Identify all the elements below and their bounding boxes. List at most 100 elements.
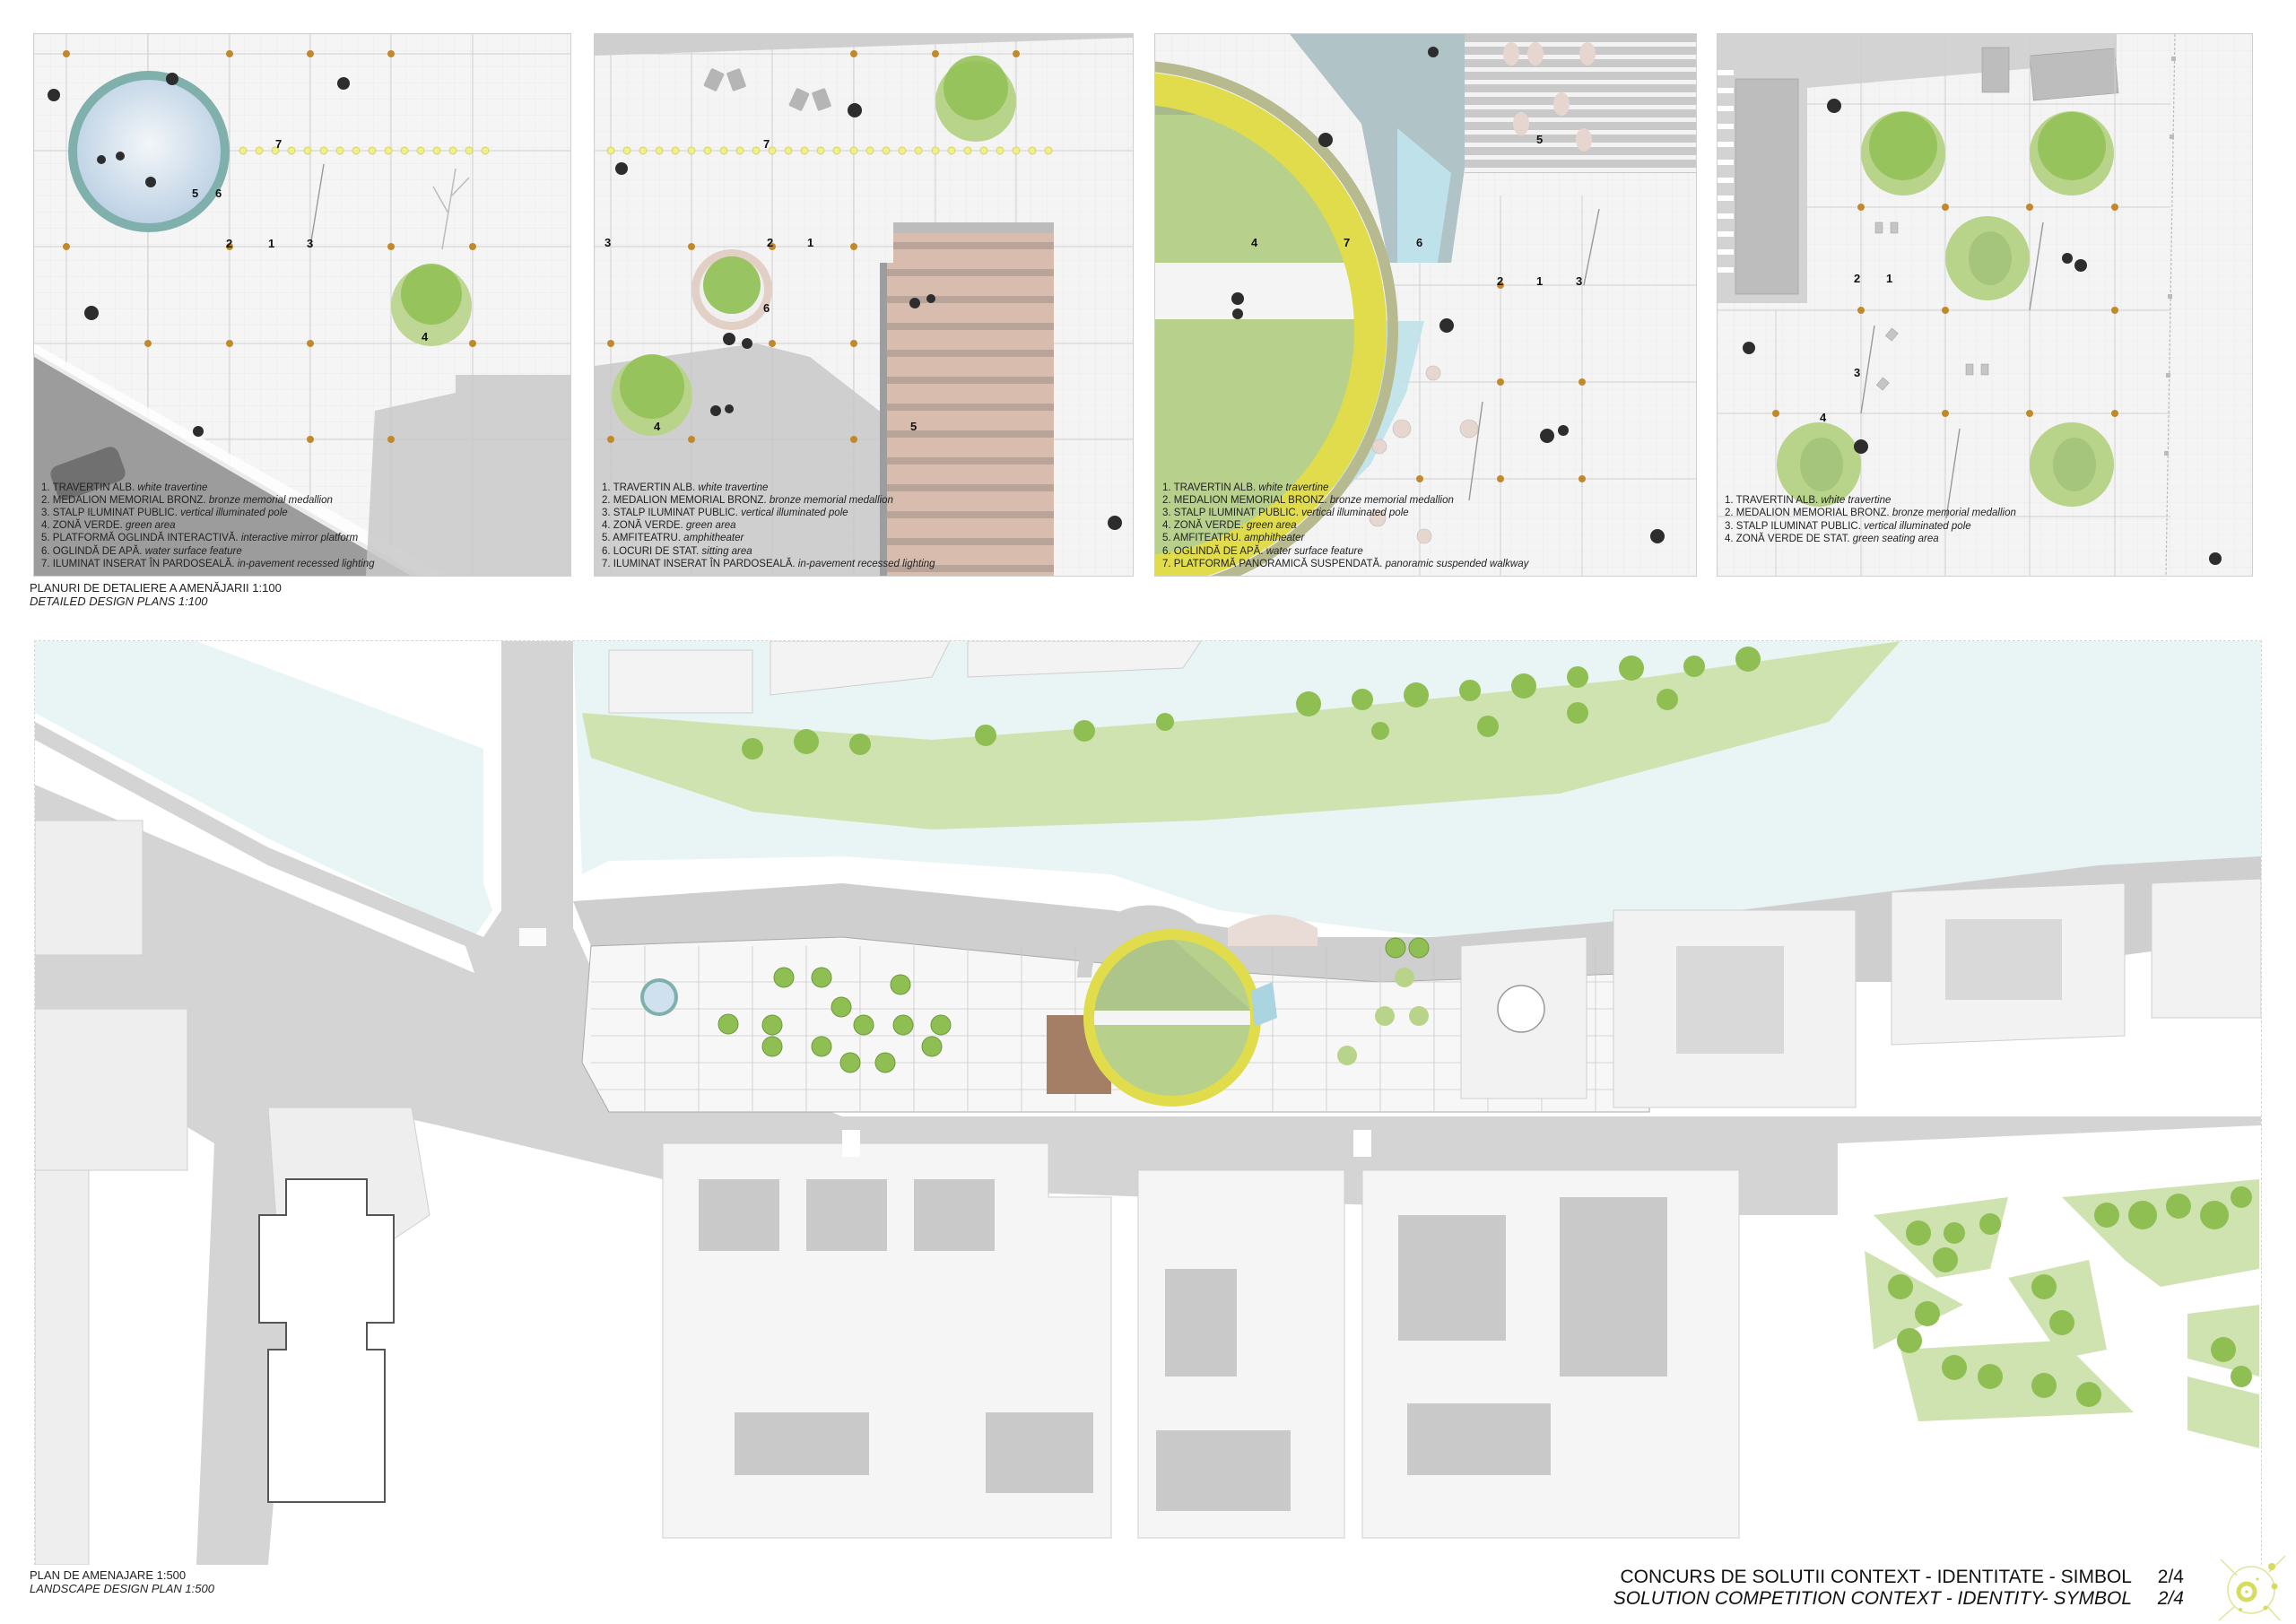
legend-item-ro: 5. PLATFORMĂ OGLINDĂ INTERACTIVĂ. — [41, 533, 239, 544]
legend-item-en: water surface feature — [1265, 545, 1363, 557]
legend-item-en: white travertine — [137, 482, 208, 493]
marker-1: 1 — [1536, 274, 1544, 288]
marker-4: 4 — [1820, 411, 1827, 424]
legend-item-ro: 4. ZONĂ VERDE DE STAT. — [1725, 533, 1850, 544]
detail-plans-title: PLANURI DE DETALIERE A AMENĂJARII 1:100 — [30, 581, 282, 595]
legend-item-en: bronze memorial medallion — [769, 494, 893, 506]
legend-item-ro: 1. TRAVERTIN ALB. — [1725, 495, 1819, 507]
legend-item-ro: 6. LOCURI DE STAT. — [602, 545, 700, 557]
marker-1: 1 — [268, 237, 275, 250]
detail-plan-panel-2: 7 3 2 1 6 4 5 1. TRAVERTIN ALB. white tr… — [594, 33, 1134, 577]
legend-item-en: in-pavement recessed lighting — [237, 558, 375, 569]
marker-7: 7 — [275, 137, 283, 151]
legend-panel-4: 1. TRAVERTIN ALB. white travertine 2. ME… — [1725, 494, 2016, 545]
marker-4: 4 — [422, 330, 429, 343]
site-plan-drawing — [35, 641, 2261, 1565]
legend-item-en: bronze memorial medallion — [1892, 508, 2016, 519]
legend-item-en: vertical illuminated pole — [1864, 520, 1971, 532]
site-plan-caption: PLAN DE AMENAJARE 1:500 LANDSCAPE DESIGN… — [30, 1568, 214, 1595]
legend-item-en: bronze memorial medallion — [1329, 494, 1454, 506]
detail-plan-drawing-1 — [34, 34, 570, 576]
legend-item-ro: 1. TRAVERTIN ALB. — [602, 482, 696, 493]
detail-plan-panel-3: 5 4 7 6 2 1 3 1. TRAVERTIN ALB. white tr… — [1154, 33, 1697, 577]
competition-title: CONCURS DE SOLUTII CONTEXT - IDENTITATE … — [1620, 1567, 2132, 1587]
detail-plan-drawing-4 — [1718, 34, 2252, 576]
legend-item-ro: 6. OGLINDĂ DE APĂ. — [1162, 545, 1264, 557]
marker-5: 5 — [910, 420, 918, 433]
legend-item-en: white travertine — [1258, 482, 1329, 493]
detail-plan-panel-4: 2 1 3 4 1. TRAVERTIN ALB. white traverti… — [1717, 33, 2253, 577]
legend-item-en: in-pavement recessed lighting — [797, 558, 935, 569]
marker-3: 3 — [604, 236, 612, 249]
legend-item-en: vertical illuminated pole — [1301, 507, 1409, 518]
legend-item-en: bronze memorial medallion — [208, 494, 333, 506]
legend-item-ro: 7. ILUMINAT INSERAT ÎN PARDOSEALĂ. — [41, 558, 235, 569]
competition-logo-icon — [2218, 1555, 2286, 1621]
legend-item-ro: 5. AMFITEATRU. — [602, 533, 681, 544]
marker-6: 6 — [1416, 236, 1423, 249]
legend-item-ro: 2. MEDALION MEMORIAL BRONZ. — [1162, 494, 1327, 506]
legend-panel-3: 1. TRAVERTIN ALB. white travertine 2. ME… — [1162, 482, 1528, 570]
marker-3: 3 — [1576, 274, 1583, 288]
legend-item-en: water surface feature — [144, 545, 242, 557]
legend-item-en: white travertine — [698, 482, 769, 493]
legend-item-en: white travertine — [1821, 495, 1892, 507]
detail-plans-title-en: DETAILED DESIGN PLANS 1:100 — [30, 595, 208, 608]
legend-item-ro: 7. ILUMINAT INSERAT ÎN PARDOSEALĂ. — [602, 558, 796, 569]
legend-item-ro: 4. ZONĂ VERDE. — [1162, 520, 1244, 532]
legend-item-ro: 4. ZONĂ VERDE. — [602, 520, 683, 532]
legend-item-ro: 2. MEDALION MEMORIAL BRONZ. — [602, 494, 767, 506]
marker-3: 3 — [1854, 366, 1861, 379]
marker-7: 7 — [1344, 236, 1351, 249]
legend-item-en: interactive mirror platform — [240, 533, 359, 544]
page-number-en: 2/4 — [2157, 1588, 2184, 1609]
site-plan-title-en: LANDSCAPE DESIGN PLAN 1:500 — [30, 1582, 214, 1595]
legend-item-ro: 2. MEDALION MEMORIAL BRONZ. — [41, 494, 206, 506]
legend-item-ro: 1. TRAVERTIN ALB. — [41, 482, 135, 493]
legend-item-en: panoramic suspended walkway — [1385, 558, 1529, 569]
marker-2: 2 — [767, 236, 774, 249]
marker-4: 4 — [1251, 236, 1258, 249]
legend-item-ro: 5. AMFITEATRU. — [1162, 533, 1241, 544]
legend-item-en: vertical illuminated pole — [741, 507, 848, 518]
legend-item-ro: 4. ZONĂ VERDE. — [41, 520, 123, 532]
legend-item-en: amphitheater — [683, 533, 744, 544]
legend-panel-2: 1. TRAVERTIN ALB. white travertine 2. ME… — [602, 482, 935, 570]
marker-6: 6 — [763, 301, 770, 315]
detail-plan-drawing-2 — [595, 34, 1133, 576]
legend-item-ro: 3. STALP ILUMINAT PUBLIC. — [602, 507, 738, 518]
marker-7: 7 — [763, 137, 770, 151]
marker-4: 4 — [654, 420, 661, 433]
marker-2: 2 — [1497, 274, 1504, 288]
marker-6: 6 — [215, 187, 222, 200]
legend-item-ro: 3. STALP ILUMINAT PUBLIC. — [1725, 520, 1861, 532]
legend-item-ro: 2. MEDALION MEMORIAL BRONZ. — [1725, 508, 1890, 519]
legend-item-ro: 3. STALP ILUMINAT PUBLIC. — [41, 507, 178, 518]
legend-item-ro: 1. TRAVERTIN ALB. — [1162, 482, 1257, 493]
page-number: 2/4 — [2157, 1567, 2184, 1587]
marker-1: 1 — [1886, 272, 1893, 285]
detail-plan-panel-1: 7 5 6 2 1 3 4 1. TRAVERTIN ALB. white tr… — [33, 33, 571, 577]
legend-item-en: sitting area — [701, 545, 752, 557]
marker-5: 5 — [1536, 133, 1544, 146]
legend-item-ro: 3. STALP ILUMINAT PUBLIC. — [1162, 507, 1299, 518]
legend-item-en: vertical illuminated pole — [180, 507, 288, 518]
legend-item-ro: 7. PLATFORMĂ PANORAMICĂ SUSPENDATĂ. — [1162, 558, 1383, 569]
legend-item-en: green area — [1246, 520, 1297, 532]
site-plan-title: PLAN DE AMENAJARE 1:500 — [30, 1568, 187, 1582]
marker-2: 2 — [1854, 272, 1861, 285]
legend-item-en: amphitheater — [1244, 533, 1305, 544]
legend-item-ro: 6. OGLINDĂ DE APĂ. — [41, 545, 143, 557]
legend-item-en: green area — [685, 520, 736, 532]
landscape-site-plan — [34, 640, 2262, 1565]
legend-item-en: green seating area — [1852, 533, 1939, 544]
title-block: CONCURS DE SOLUTII CONTEXT - IDENTITATE … — [1613, 1567, 2184, 1610]
marker-1: 1 — [807, 236, 814, 249]
marker-5: 5 — [192, 187, 199, 200]
legend-item-en: green area — [125, 520, 176, 532]
marker-3: 3 — [307, 237, 314, 250]
competition-title-en: SOLUTION COMPETITION CONTEXT - IDENTITY-… — [1613, 1588, 2132, 1609]
detail-plan-drawing-3 — [1155, 34, 1696, 576]
detail-plans-caption: PLANURI DE DETALIERE A AMENĂJARII 1:100 … — [30, 581, 282, 608]
marker-2: 2 — [226, 237, 233, 250]
